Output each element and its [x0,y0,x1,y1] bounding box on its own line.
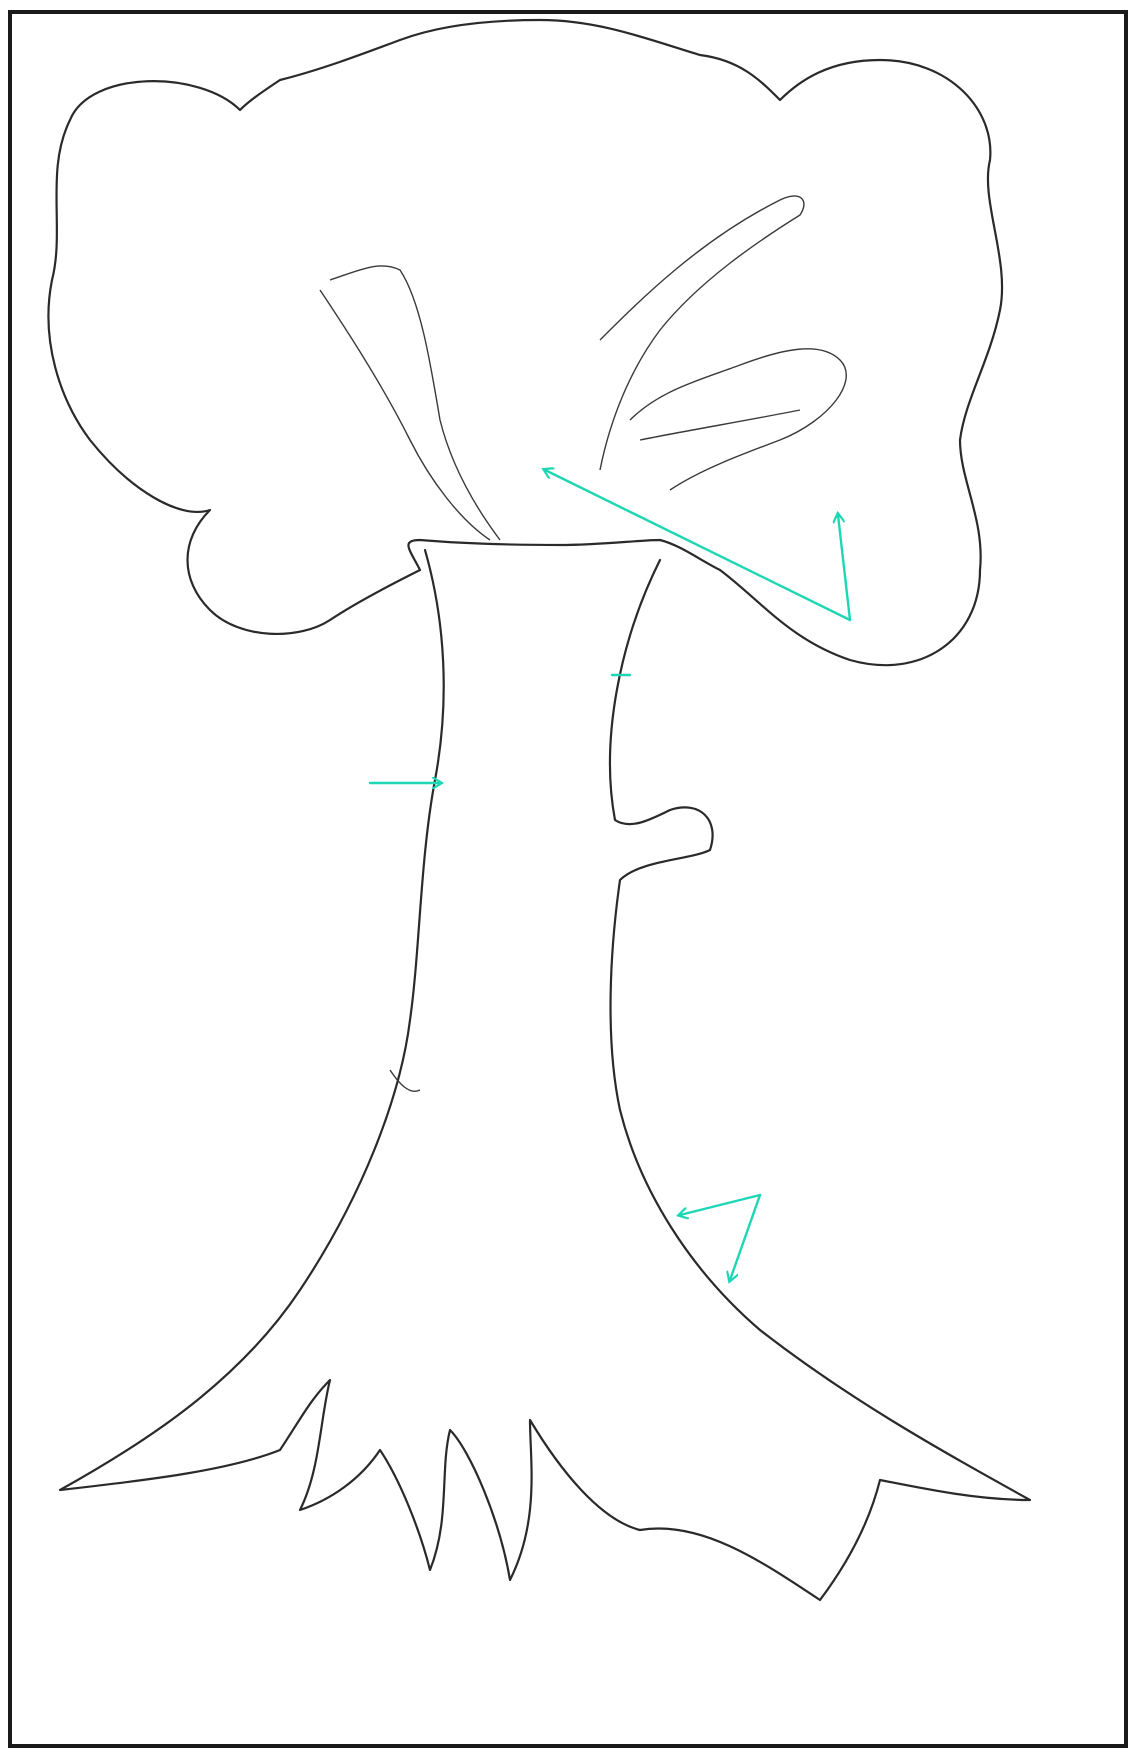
page-border [10,12,1126,1746]
branch-outline-5 [640,410,800,440]
fruit-pointer-arrow-2 [838,515,850,620]
tree-crown-outline [48,20,1002,665]
branch-outline-4 [630,349,846,490]
roots-pointer-arrow-2 [730,1195,760,1280]
tree-trunk-outline [60,550,1030,1600]
roots-pointer-arrow-1 [680,1195,760,1215]
branch-outline-1 [330,266,500,540]
trunk-notch [390,1070,420,1091]
branch-outline-2 [320,290,490,540]
